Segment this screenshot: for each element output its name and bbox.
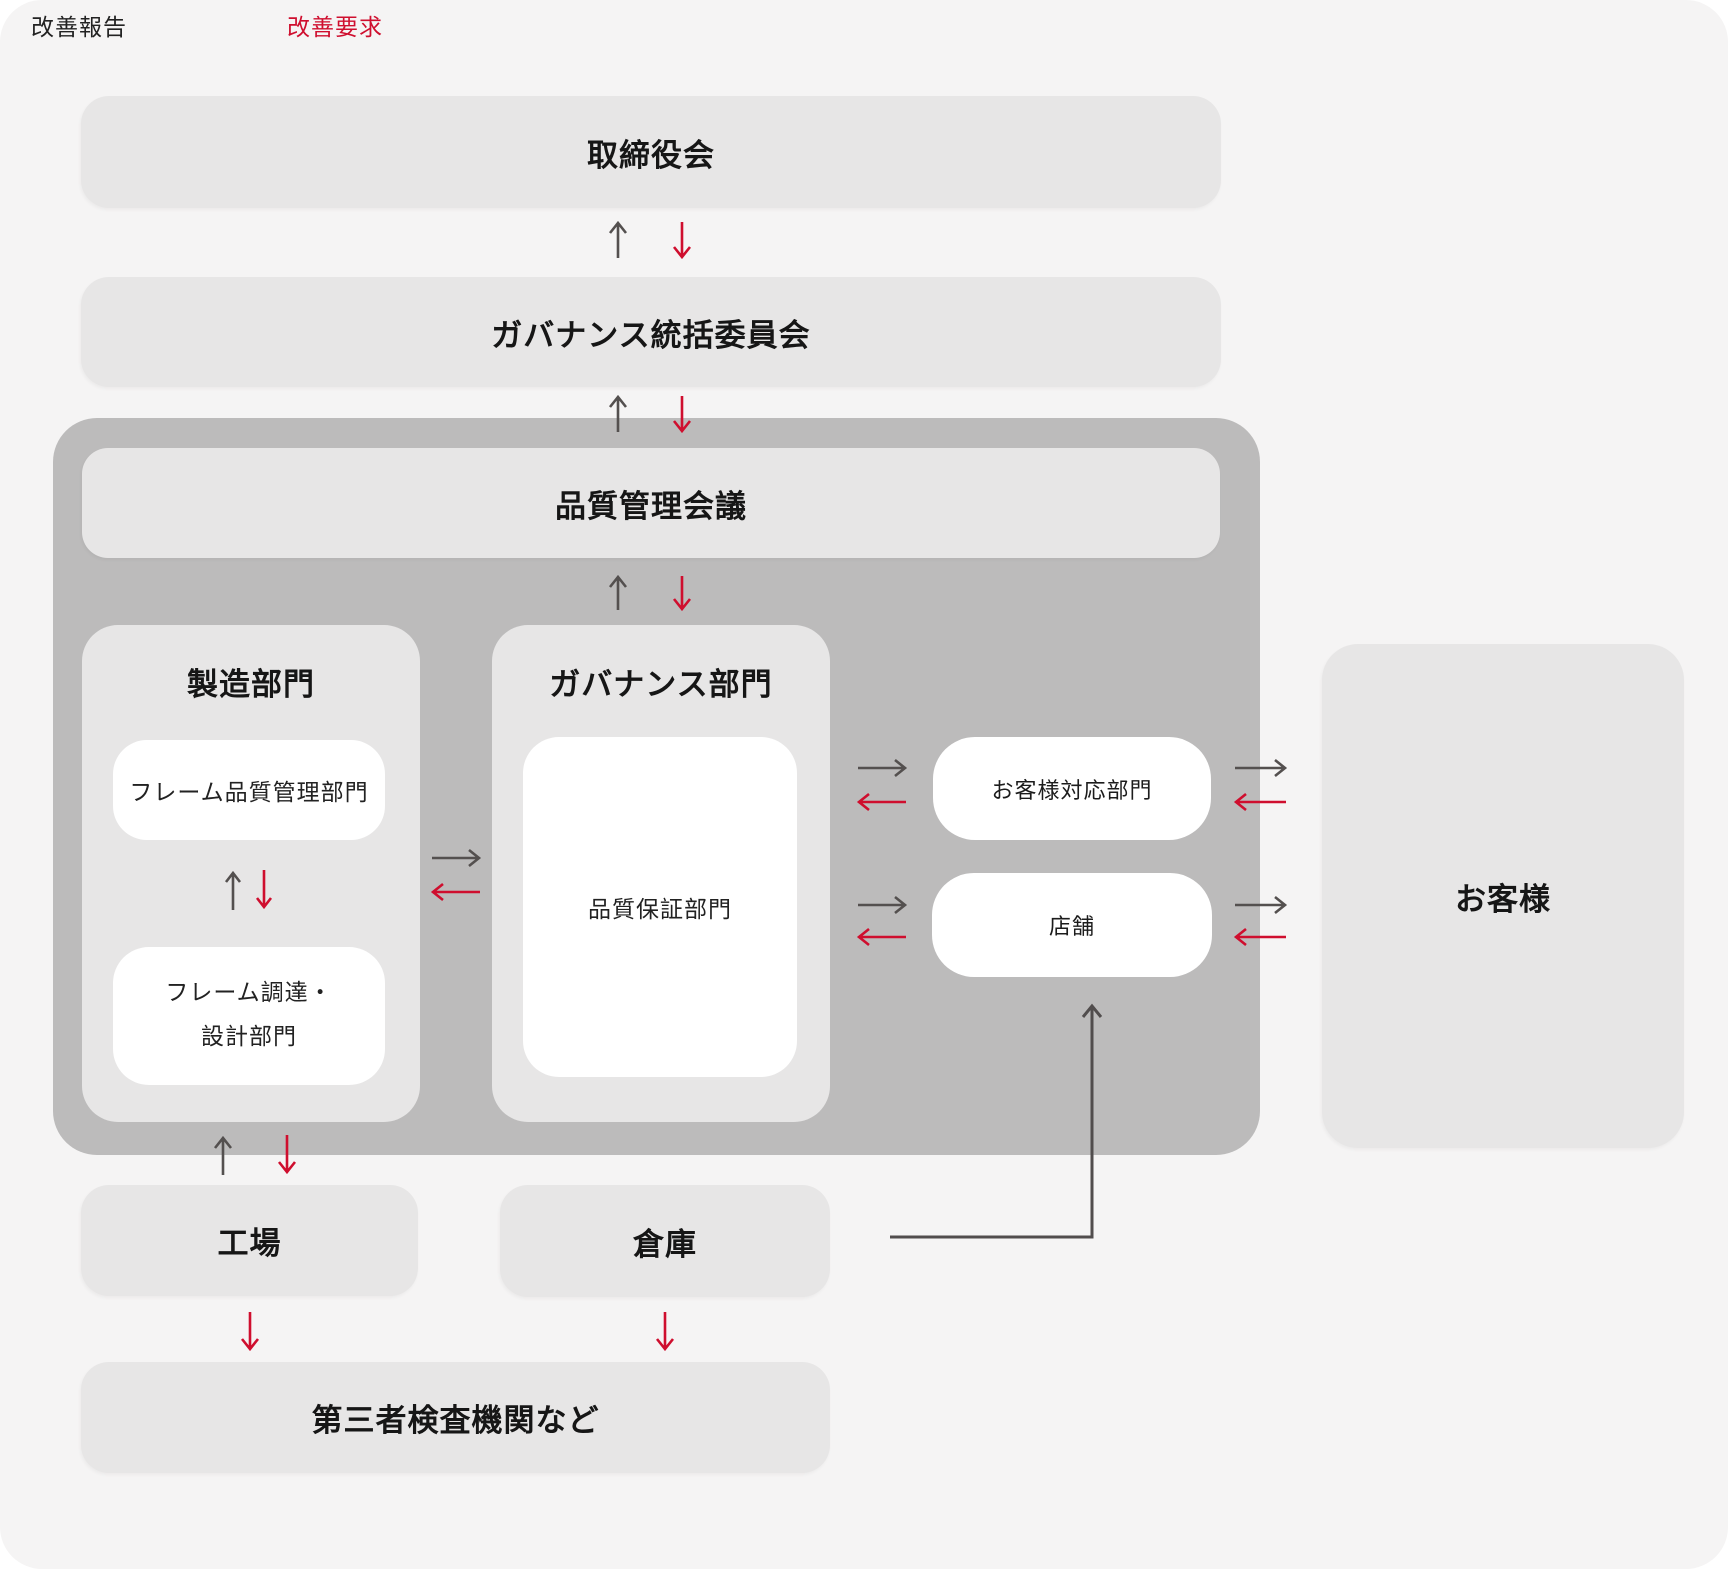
governance-committee-box: ガバナンス統括委員会 — [81, 277, 1221, 387]
customers-box: お客様 — [1322, 644, 1684, 1148]
board-of-directors-label: 取締役会 — [587, 137, 715, 174]
frame-procurement-label-line2: 設計部門 — [201, 1024, 297, 1050]
improvement-report-label: 改善報告 — [31, 15, 127, 41]
quality-meeting-box: 品質管理会議 — [82, 448, 1220, 558]
frame-procurement-label-line1: フレーム調達・ — [165, 980, 333, 1007]
third-party-box: 第三者検査機関など — [81, 1362, 830, 1473]
factory-box: 工場 — [81, 1185, 418, 1296]
improvement-request-label: 改善要求 — [287, 15, 383, 41]
board-of-directors-box: 取締役会 — [81, 96, 1221, 208]
stores-box: 店舗 — [932, 873, 1212, 977]
frame-quality-box: フレーム品質管理部門 — [113, 740, 385, 840]
frame-procurement-box: フレーム調達・ 設計部門 — [113, 947, 385, 1085]
quality-assurance-box: 品質保証部門 — [523, 737, 797, 1077]
stores-label: 店舗 — [1048, 915, 1095, 940]
warehouse-box: 倉庫 — [500, 1185, 830, 1297]
customers-label: お客様 — [1455, 881, 1551, 918]
quality-meeting-label: 品質管理会議 — [555, 488, 747, 525]
frame-quality-label: フレーム品質管理部門 — [129, 780, 369, 806]
governance-division-label: ガバナンス部門 — [549, 667, 773, 703]
factory-label: 工場 — [217, 1226, 282, 1262]
third-party-label: 第三者検査機関など — [311, 1403, 600, 1439]
customer-support-label: お客様対応部門 — [991, 778, 1153, 804]
quality-assurance-label: 品質保証部門 — [588, 897, 732, 923]
manufacturing-dept-label: 製造部門 — [187, 667, 315, 703]
governance-committee-label: ガバナンス統括委員会 — [491, 317, 811, 354]
warehouse-label: 倉庫 — [633, 1226, 697, 1263]
customer-support-box: お客様対応部門 — [933, 737, 1211, 840]
